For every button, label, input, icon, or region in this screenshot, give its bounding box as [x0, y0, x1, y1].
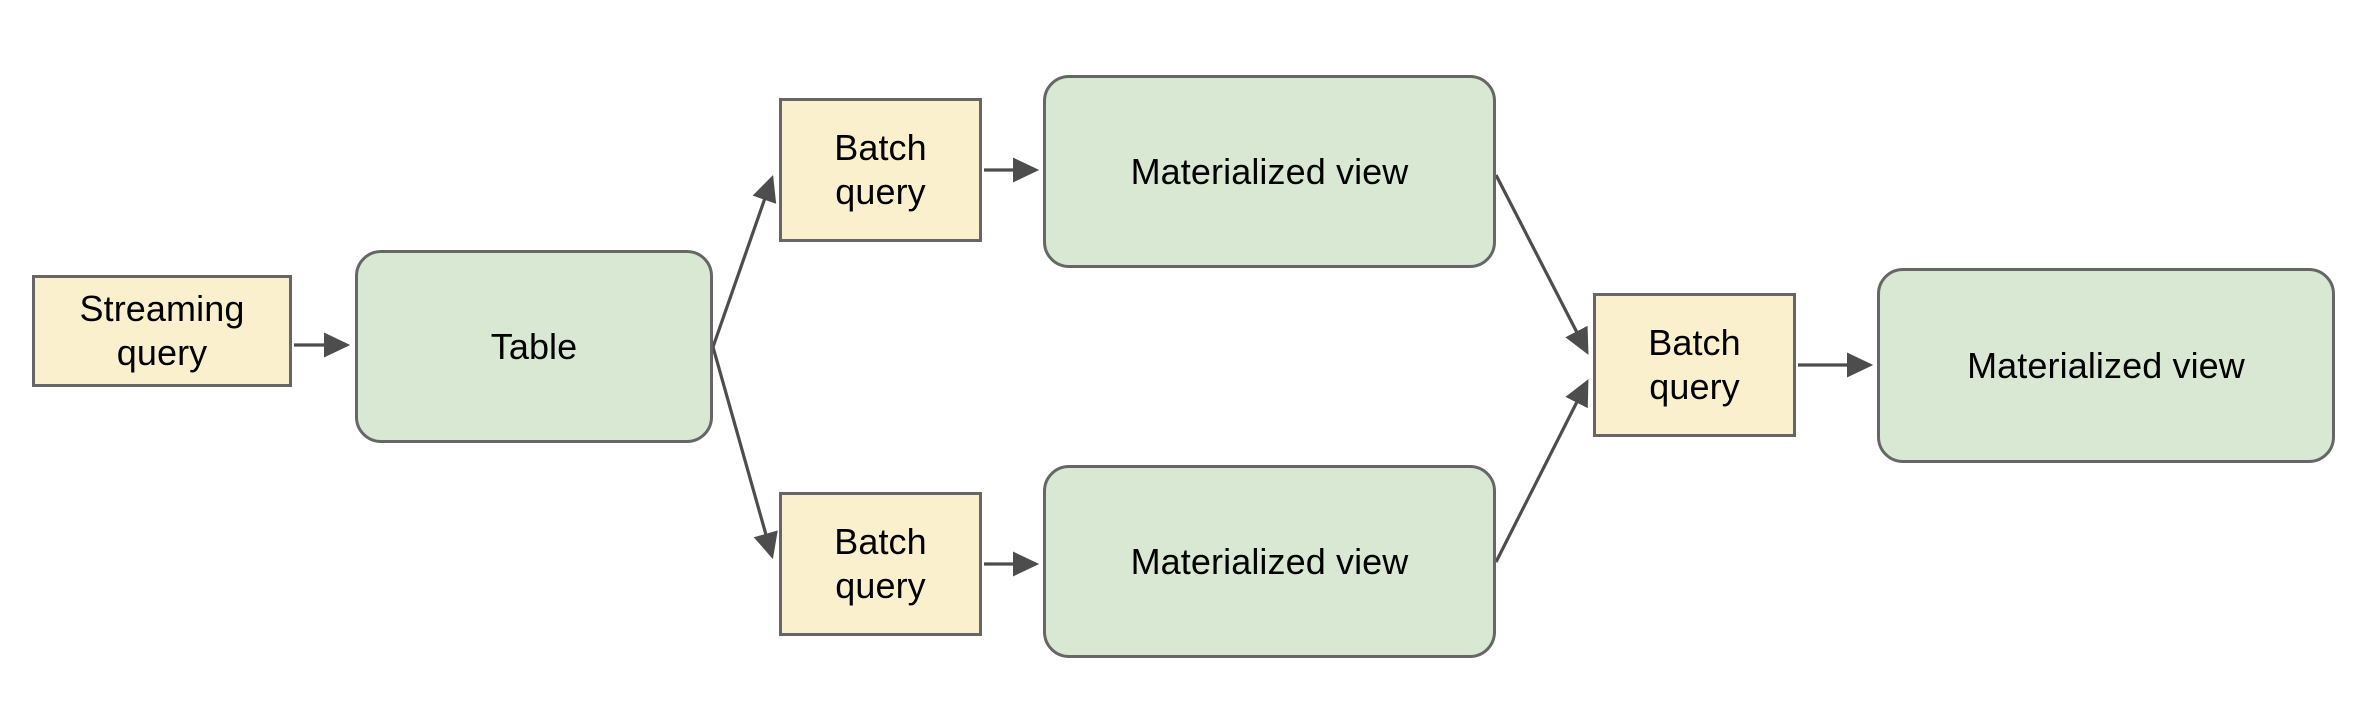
- node-label: Streaming query: [79, 288, 245, 373]
- node-batch-query-bottom[interactable]: Batch query: [779, 492, 982, 636]
- node-materialized-view-bottom[interactable]: Materialized view: [1043, 465, 1496, 658]
- node-table[interactable]: Table: [355, 250, 713, 443]
- node-label: Materialized view: [1130, 150, 1409, 192]
- node-materialized-view-top[interactable]: Materialized view: [1043, 75, 1496, 268]
- node-label: Table: [490, 325, 578, 367]
- node-batch-query-top[interactable]: Batch query: [779, 98, 982, 242]
- edge-mv-top-to-batch-final: [1494, 174, 1589, 355]
- node-batch-query-final[interactable]: Batch query: [1593, 293, 1796, 437]
- node-label: Batch query: [834, 521, 927, 606]
- node-materialized-view-final[interactable]: Materialized view: [1877, 268, 2335, 463]
- edge-mv-bottom-to-batch-final: [1494, 379, 1589, 563]
- node-label: Materialized view: [1130, 540, 1409, 582]
- edge-table-to-batch-top: [711, 174, 777, 348]
- node-streaming-query[interactable]: Streaming query: [32, 275, 292, 387]
- node-label: Batch query: [1648, 322, 1741, 407]
- edge-table-to-batch-bottom: [711, 346, 778, 560]
- node-label: Batch query: [834, 127, 927, 212]
- node-label: Materialized view: [1967, 344, 2245, 386]
